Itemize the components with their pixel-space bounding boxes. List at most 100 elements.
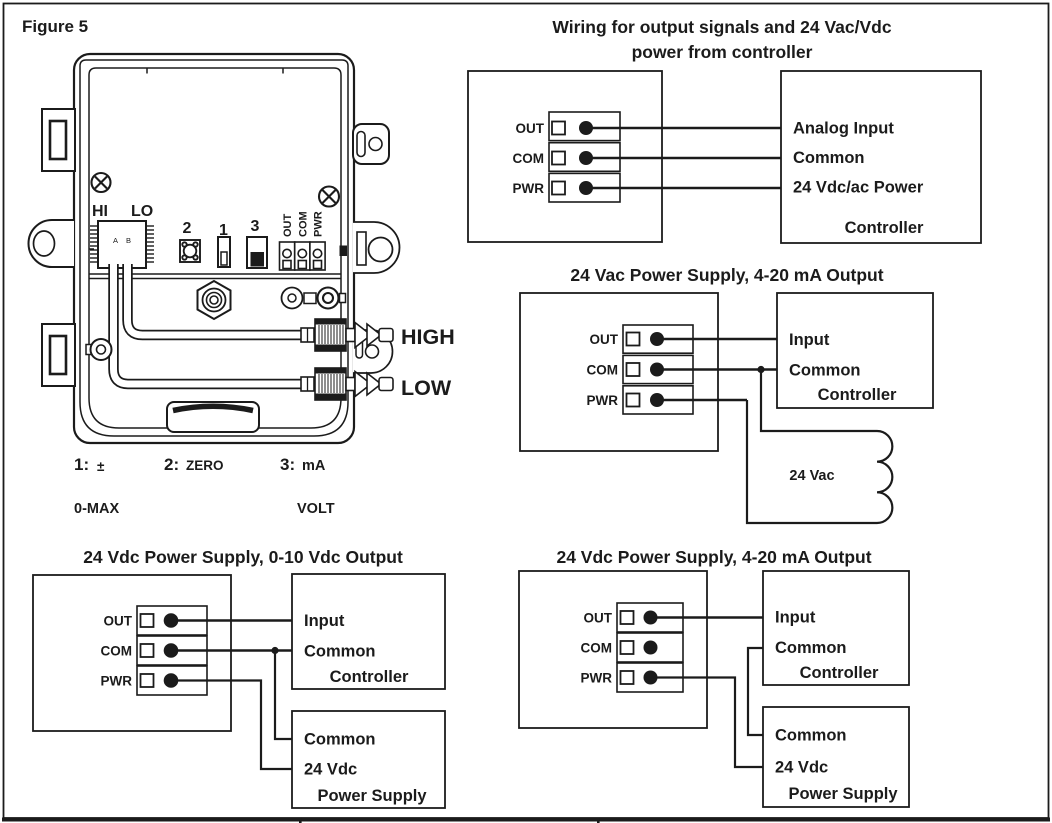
terminal-label-com: COM [587,363,619,378]
hex-nut-port [196,279,232,321]
power-supply-line1: Common [775,727,847,745]
mounting-tab-left-lower [41,323,76,387]
diagram-title-line1: Wiring for output signals and 24 Vac/Vdc [552,17,891,37]
terminal-label-com: COM [581,641,613,656]
legend-volt: VOLT [297,501,335,517]
mounting-tab-left-upper [41,108,76,172]
diagram-title: 24 Vac Power Supply, 4-20 mA Output [570,265,883,285]
power-supply-name: Power Supply [788,785,898,803]
connector-ribs-right [146,225,154,263]
switch-3 [246,236,268,269]
mounting-ear-left [27,219,74,268]
terminal-block: OUT COM PWR [513,111,621,203]
button-2-label: 2 [183,220,192,237]
controller-line2: Common [793,149,865,167]
low-port-label: LOW [401,376,452,400]
terminal-label-pwr: PWR [581,671,613,686]
hi-label: HI [92,203,108,220]
power-supply-box [291,710,446,809]
terminal-dot-com [650,362,664,377]
screw-top-left [90,171,112,194]
device-drawing: HI LO A B [27,52,455,517]
switch-1-label: 1 [219,222,228,239]
tube-high [122,264,303,341]
wires [175,619,292,771]
legend-3-key: 3: [280,455,295,474]
transformer-coil [876,429,894,525]
wires [590,126,781,190]
power-supply-line1: Common [304,731,376,749]
device-legend: 1: ± 2: ZERO 3: mA 0-MAX VOLT [74,455,335,517]
diagram-title-line2: power from controller [632,42,813,62]
mounting-ear-right [353,221,401,274]
small-port [280,286,304,310]
bottom-bump [166,401,260,433]
terminal-dot-pwr [579,181,593,195]
terminal-label-com: COM [101,644,133,659]
zero-button [179,239,201,263]
controller-line1: Analog Input [793,120,894,138]
terminal-block: OUT COM PWR [101,605,208,696]
controller-line2: Common [789,362,861,380]
controller-name: Controller [818,386,897,404]
terminal-label-out: OUT [516,121,545,136]
legend-1-value: ± [97,459,105,474]
figure-label: Figure 5 [22,17,88,36]
terminal-label-out: OUT [584,611,613,626]
device-terminal-block: OUT COM PWR [278,211,326,271]
terminal-dot-com [579,151,593,165]
device-panel [88,67,342,429]
screw-left-wall [85,338,113,361]
pin-a-label: A [113,236,118,245]
wires [654,616,763,769]
controller-box [762,570,910,686]
terminal-dot-com [643,640,658,655]
power-supply-line2: 24 Vdc [775,759,828,777]
diagram-bottom-left: 24 Vdc Power Supply, 0-10 Vdc Output OUT… [32,547,446,809]
power-supply-name: Power Supply [317,787,427,805]
mounting-tab-right-upper [352,123,390,165]
terminal-dot-pwr [163,673,179,688]
transmitter-box [467,70,663,243]
panel-notches [89,68,284,250]
terminal-dot-out [579,121,593,135]
terminal-dot-out [650,332,664,346]
legend-3-value: mA [302,458,326,474]
terminal-label-pwr: PWR [101,674,133,689]
legend-2-value: ZERO [186,458,224,473]
tube-low [108,264,303,390]
device-inner-wall [79,59,349,437]
controller-name: Controller [845,219,924,237]
terminal-label-com: COM [513,151,545,166]
controller-name: Controller [330,668,409,686]
panel-edge-clip [339,245,347,256]
controller-box [776,292,934,409]
device-terminal-com: COM [297,211,309,237]
terminal-block: OUT COM PWR [581,602,684,693]
transmitter-box [518,570,708,729]
diagram-bottom-right: 24 Vdc Power Supply, 4-20 mA Output OUT … [518,547,910,808]
connector-ribs-left [90,225,98,263]
transmitter-box [519,292,719,452]
terminal-label-out: OUT [590,332,619,347]
table-top-rule [2,817,1050,822]
switch-3-label: 3 [251,218,260,235]
low-port-fitting [300,367,394,401]
controller-line2: Common [775,639,847,657]
power-supply-box [762,706,910,808]
legend-1-key: 1: [74,455,89,474]
device-terminal-pwr: PWR [313,211,325,237]
controller-line2: Common [304,643,376,661]
controller-line3: 24 Vdc/ac Power [793,179,924,197]
diagram-middle-right: 24 Vac Power Supply, 4-20 mA Output OUT … [519,265,934,525]
pressure-connector: A B [90,220,154,269]
controller-box [780,70,982,244]
terminal-label-out: OUT [104,614,133,629]
wires [661,337,877,525]
high-port-label: HIGH [401,325,455,349]
diagram-title: 24 Vdc Power Supply, 4-20 mA Output [556,547,871,567]
legend-range: 0-MAX [74,501,119,517]
terminal-dot-pwr [650,393,664,407]
controller-line1: Input [789,331,830,349]
